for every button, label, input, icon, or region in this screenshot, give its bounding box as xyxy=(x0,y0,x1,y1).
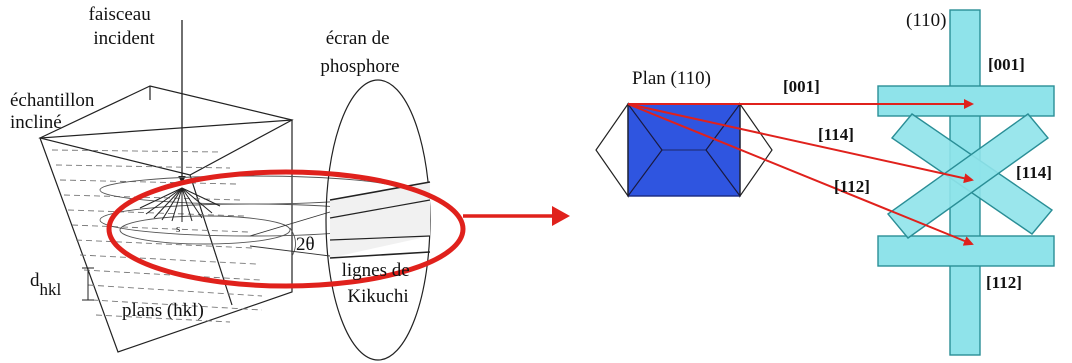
arrow-label-112: [112] xyxy=(834,177,870,196)
crystal-prism xyxy=(595,102,773,198)
screen-label: écran de phosphore xyxy=(320,28,399,77)
angle-label: 2θ xyxy=(296,234,315,255)
arrow-112 xyxy=(627,103,974,246)
dhkl-label: dhkl xyxy=(30,270,62,299)
kikuchi-label: lignes de Kikuchi xyxy=(342,260,415,307)
band-001 xyxy=(877,85,1055,117)
band-label-112: [112] xyxy=(986,273,1022,292)
kikuchi-band xyxy=(329,181,431,259)
arrow-label-001: [001] xyxy=(783,77,820,96)
sample-label: échantillon incliné xyxy=(10,90,99,133)
highlight-ellipse xyxy=(106,169,466,289)
arrow-label-114: [114] xyxy=(818,125,854,144)
arrow-114 xyxy=(627,103,974,184)
direction-arrows xyxy=(627,99,974,246)
planes-label: plans (hkl) xyxy=(122,300,204,321)
beam-label: faisceau incident xyxy=(89,4,156,49)
origin-mark: s xyxy=(176,223,180,235)
band-label-114: [114] xyxy=(1016,163,1052,182)
lattice-planes xyxy=(51,149,263,323)
kikuchi-band-map xyxy=(877,9,1055,356)
electron-fan xyxy=(139,187,221,222)
crystal-orientation: Plan (110) (110) [001] [114] [112] [001]… xyxy=(595,9,1055,356)
plane-label: Plan (110) xyxy=(632,68,711,89)
tilted-sample xyxy=(38,85,294,353)
band-label-001: [001] xyxy=(988,55,1025,74)
top-band-label: (110) xyxy=(906,10,946,31)
link-arrow xyxy=(463,206,570,226)
ebsd-geometry: faisceau incident échantillon incliné éc… xyxy=(10,4,466,361)
